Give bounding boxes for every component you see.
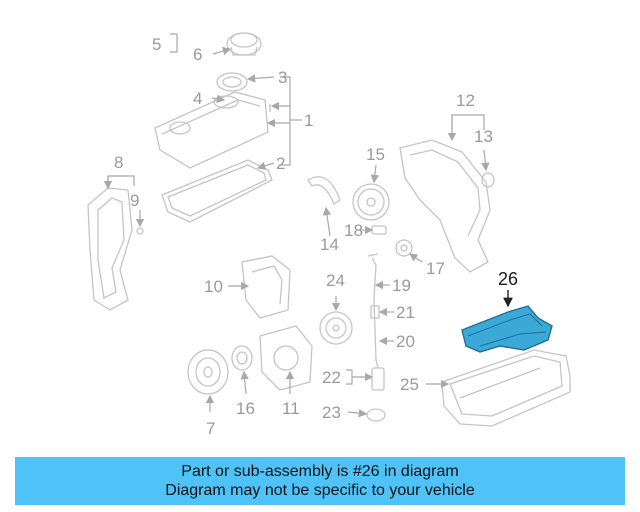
pump-sprocket-part (319, 311, 353, 345)
oil-pan-baffle-part (461, 305, 553, 353)
callout-18: 18 (344, 221, 363, 240)
callout-2: 2 (276, 154, 285, 173)
leader-lines (103, 33, 513, 418)
timing-cover-upper-part (399, 139, 495, 273)
oil-cap-part (226, 32, 262, 56)
valve-cover-gasket-part (161, 159, 273, 223)
cam-gear-part (352, 183, 390, 221)
callout-4: 4 (193, 89, 202, 108)
cover-bracket-part (241, 255, 291, 319)
callout-26: 26 (498, 269, 518, 289)
crank-pulley-part (187, 349, 229, 395)
callout-7: 7 (206, 419, 215, 438)
callout-5: 5 (152, 35, 161, 54)
callout-8: 8 (114, 153, 123, 172)
valve-cover-part (154, 91, 271, 169)
callout-17: 17 (426, 259, 445, 278)
oil-pump-cover-part (259, 325, 313, 391)
callout-25: 25 (400, 375, 419, 394)
callout-3: 3 (278, 68, 287, 87)
callout-10: 10 (204, 277, 223, 296)
banner-line-1: Part or sub-assembly is #26 in diagram (181, 463, 459, 480)
timing-cover-lower-part (87, 187, 144, 311)
callout-6: 6 (193, 45, 202, 64)
callout-13: 13 (474, 127, 493, 146)
callout-9: 9 (130, 191, 139, 210)
drain-plug-part (366, 408, 386, 422)
banner-line-2: Diagram may not be specific to your vehi… (165, 482, 475, 499)
callout-19: 19 (392, 276, 411, 295)
callout-21: 21 (396, 303, 415, 322)
callout-20: 20 (396, 332, 415, 351)
callout-12: 12 (456, 91, 475, 110)
crank-gear-part (231, 345, 253, 371)
callout-11: 11 (282, 399, 300, 418)
parts-diagram: 5 6 3 4 1 2 8 9 12 13 15 14 18 17 10 24 … (87, 32, 571, 438)
dipstick-tube-part (367, 253, 380, 369)
callout-23: 23 (322, 403, 341, 422)
oil-pan-part (441, 349, 571, 427)
callout-14: 14 (320, 235, 339, 254)
callout-15: 15 (366, 145, 385, 164)
callout-1: 1 (304, 111, 313, 130)
sensor-part (371, 225, 387, 235)
callout-numbers: 5 6 3 4 1 2 8 9 12 13 15 14 18 17 10 24 … (114, 35, 518, 438)
info-banner: Part or sub-assembly is #26 in diagram D… (15, 457, 625, 505)
callout-24: 24 (326, 271, 345, 290)
cap-seal-part (216, 72, 248, 92)
callout-22: 22 (322, 368, 341, 387)
idler-pulley-part (395, 239, 413, 257)
tensioner-part (307, 176, 341, 205)
callout-16: 16 (236, 399, 255, 418)
pickup-tube-part (371, 367, 385, 391)
